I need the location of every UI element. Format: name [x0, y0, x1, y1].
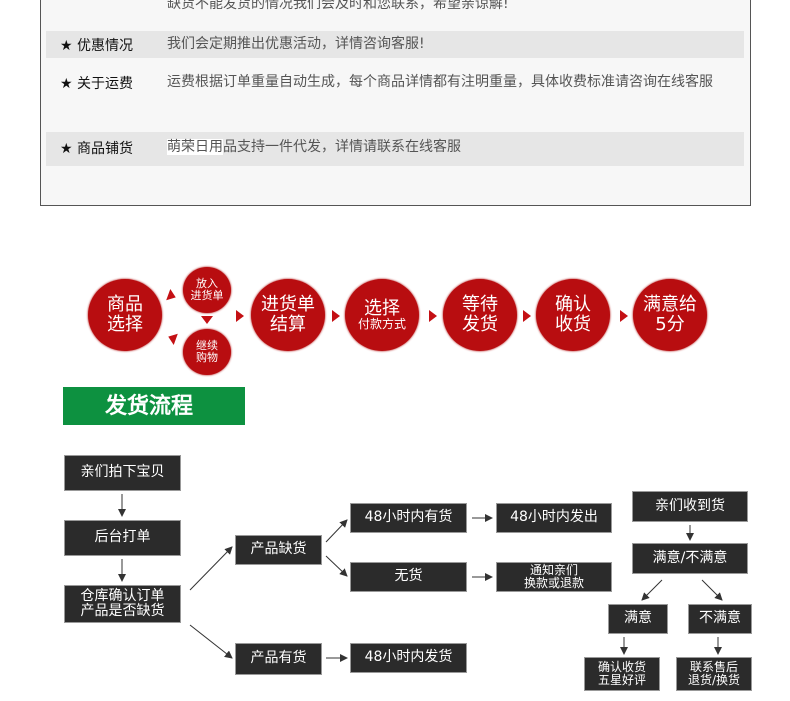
flow-arrow	[189, 624, 233, 659]
arrow-icon	[332, 310, 340, 322]
flow-arrow	[325, 555, 348, 577]
step-select-product: 商品选择	[88, 279, 162, 351]
notice-label: ★ 商品铺货	[60, 141, 134, 157]
arrow-icon	[429, 310, 437, 322]
flow-box-received: 亲们收到货	[632, 491, 748, 522]
flow-box-order: 亲们拍下宝贝	[64, 455, 181, 491]
flow-box-ship-48h: 48小时内发出	[496, 503, 612, 533]
step-confirm-receipt: 确认收货	[536, 279, 610, 351]
flow-arrow	[701, 579, 723, 601]
notice-row-shipping: ★ 关于运费 运费根据订单重量自动生成，每个商品详情都有注明重量，具体收费标准请…	[46, 72, 744, 114]
notice-row-dropship: ★ 商品铺货 萌荣日用品支持一件代发，详情请联系在线客服	[46, 132, 744, 166]
notice-row-stock: 缺货不能发货的情况我们会及时和您联系，希望亲谅解!	[46, 0, 744, 14]
step-continue-shopping: 继续购物	[183, 329, 231, 375]
notice-label: ★ 优惠情况	[60, 38, 134, 54]
flow-box-in-stock-ship: 48小时内发货	[350, 643, 467, 673]
flow-box-satisfied: 满意	[608, 604, 668, 634]
step-wait-shipping: 等待发货	[443, 279, 517, 351]
brand-highlight: 萌荣日用	[167, 139, 223, 155]
step-payment: 选择付款方式	[345, 279, 419, 351]
step-checkout: 进货单结算	[251, 279, 325, 351]
flow-box-unsatisfied: 不满意	[688, 604, 752, 634]
arrow-icon	[236, 310, 244, 322]
notice-label: ★ 关于运费	[60, 76, 134, 92]
arrow-icon	[523, 310, 531, 322]
notice-panel: 缺货不能发货的情况我们会及时和您联系，希望亲谅解! ★ 优惠情况 我们会定期推出…	[40, 0, 751, 206]
notice-text: 运费根据订单重量自动生成，每个商品详情都有注明重量，具体收费标准请咨询在线客服	[167, 74, 713, 90]
flow-box-five-star: 确认收货五星好评	[584, 657, 660, 691]
flow-box-print: 后台打单	[64, 520, 181, 556]
flow-box-in-stock: 产品有货	[235, 643, 322, 675]
flow-box-out-of-stock: 产品缺货	[235, 535, 322, 565]
section-banner: 发货流程	[63, 387, 245, 425]
step-add-to-cart: 放入进货单	[183, 267, 231, 313]
flow-box-notify: 通知亲们换款或退款	[496, 562, 612, 592]
flow-arrow	[641, 579, 663, 601]
arrow-icon	[620, 310, 628, 322]
notice-text: 萌荣日用品支持一件代发，详情请联系在线客服	[167, 139, 461, 155]
flow-box-no-stock: 无货	[350, 562, 467, 592]
notice-text: 缺货不能发货的情况我们会及时和您联系，希望亲谅解!	[167, 0, 509, 12]
notice-text: 我们会定期推出优惠活动，详情咨询客服!	[167, 36, 425, 52]
notice-row-discount: ★ 优惠情况 我们会定期推出优惠活动，详情咨询客服!	[46, 31, 744, 58]
flow-box-satisfied-question: 满意/不满意	[632, 543, 748, 574]
flow-box-warehouse: 仓库确认订单产品是否缺货	[64, 585, 181, 623]
flow-arrow	[189, 546, 233, 591]
flow-box-after-sales: 联系售后退货/换货	[676, 657, 752, 691]
flow-box-restock-48h: 48小时内有货	[350, 503, 467, 533]
flow-arrow	[325, 519, 348, 543]
